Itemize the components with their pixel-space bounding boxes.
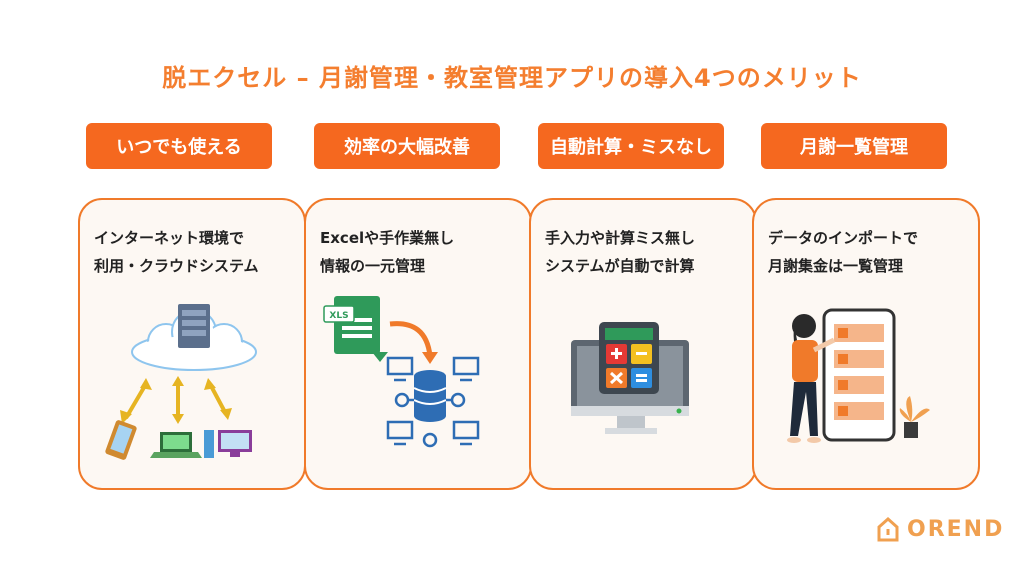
card-2-line-2: 情報の一元管理	[320, 257, 426, 275]
house-logo-icon	[877, 516, 899, 542]
card-list: データのインポートで 月謝集金は一覧管理	[752, 198, 980, 490]
card-1-line-1: インターネット環境で	[94, 229, 245, 247]
card-1-line-2: 利用・クラウドシステム	[94, 257, 259, 275]
card-excel: Excelや手作業無し 情報の一元管理 XLS	[304, 198, 532, 490]
calculator-monitor-icon	[571, 322, 689, 434]
brand-logo: OREND	[875, 515, 1004, 543]
card-4-line-2: 月謝集金は一覧管理	[768, 257, 904, 275]
xls-label: XLS	[329, 311, 348, 321]
card-cloud: インターネット環境で 利用・クラウドシステム	[78, 198, 306, 490]
card-3-heading: 自動計算・ミスなし	[538, 123, 724, 169]
card-1-heading: いつでも使える	[86, 123, 272, 169]
woman-smartphone-icon	[787, 308, 930, 443]
excel-database-icon: XLS	[323, 296, 480, 448]
card-3-line-2: システムが自動で計算	[545, 257, 695, 275]
cloud-server-icon	[105, 304, 257, 460]
card-2-heading: 効率の大幅改善	[314, 123, 500, 169]
page-title: 脱エクセル – 月謝管理・教室管理アプリの導入4つのメリット	[162, 64, 862, 92]
card-4-heading: 月謝一覧管理	[761, 123, 947, 169]
card-calculator: 手入力や計算ミス無し システムが自動で計算	[529, 198, 757, 490]
card-4-line-1: データのインポートで	[768, 229, 919, 247]
card-2-line-1: Excelや手作業無し	[320, 229, 455, 247]
card-3-line-1: 手入力や計算ミス無し	[545, 229, 696, 247]
logo-text: OREND	[907, 516, 1005, 542]
